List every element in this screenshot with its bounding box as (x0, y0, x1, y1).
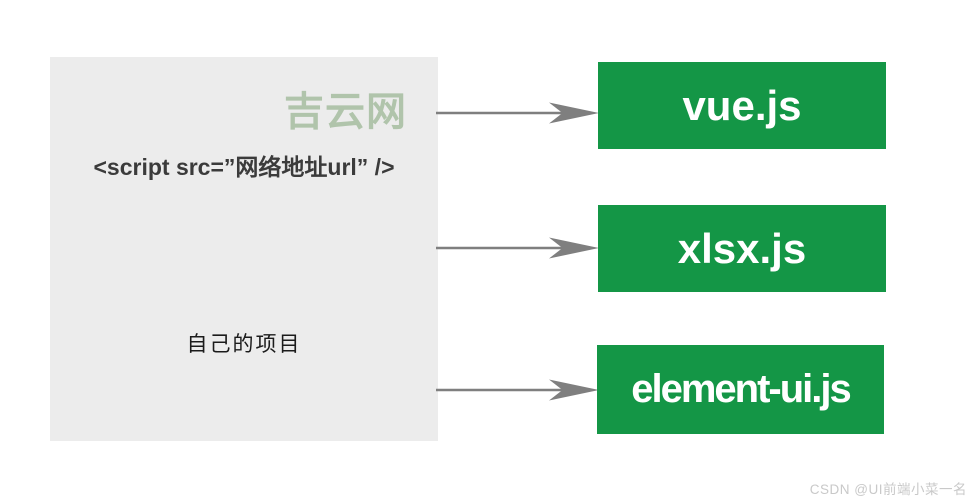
library-box-elementuijs: element-ui.js (597, 345, 884, 434)
csdn-author-watermark: CSDN @UI前端小菜一名 (809, 482, 967, 497)
project-box: 吉云网 <script src=”网络地址url” /> 自己的项目 (50, 57, 438, 441)
script-src-code-text: <script src=”网络地址url” /> (93, 154, 395, 180)
project-label: 自己的项目 (186, 333, 302, 356)
arrow-to-elementui-icon (436, 379, 599, 401)
arrow-to-vuejs-icon (436, 102, 599, 124)
library-box-xlsxjs: xlsx.js (598, 205, 886, 292)
library-box-vuejs: vue.js (598, 62, 886, 149)
arrow-to-xlsxjs-icon (436, 237, 599, 259)
site-watermark: 吉云网 (284, 90, 407, 134)
